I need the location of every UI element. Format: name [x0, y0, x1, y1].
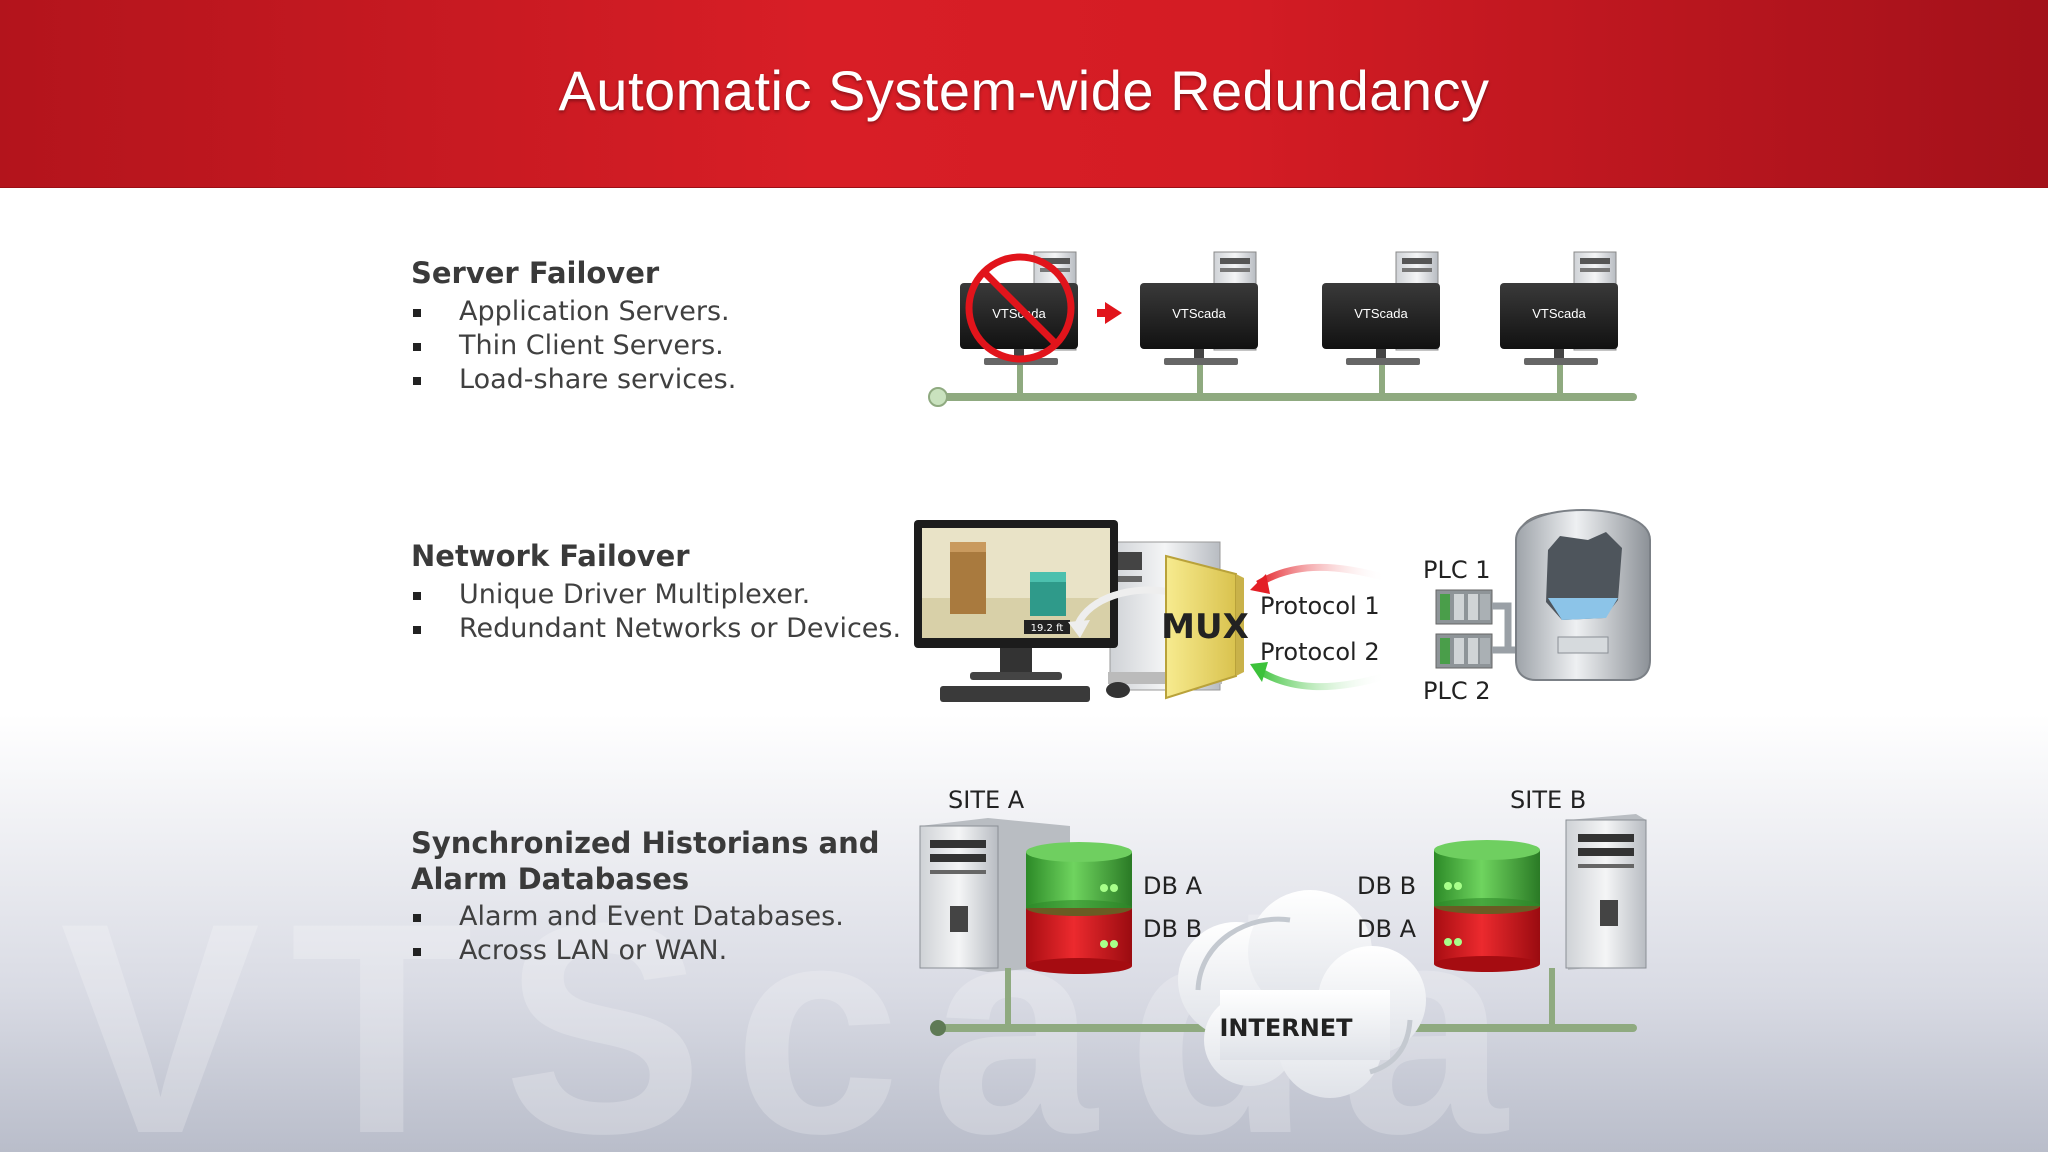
- protocol-1-arrowhead: [1250, 574, 1270, 594]
- screen-logo: VTScada: [1532, 306, 1586, 321]
- historians-heading: Synchronized Historians and Alarm Databa…: [411, 826, 880, 896]
- list-item: Redundant Networks or Devices.: [411, 612, 901, 646]
- mux-return-arrow: [1074, 586, 1171, 626]
- server-computer: VTScada: [1500, 251, 1618, 365]
- historians-bullets: Alarm and Event Databases. Across LAN or…: [411, 900, 844, 968]
- title-banner: Automatic System-wide Redundancy: [0, 0, 2048, 188]
- tank-readout: 19.2 ft: [1031, 623, 1064, 634]
- plc-1: [1435, 589, 1493, 625]
- server-failover-bullets: Application Servers. Thin Client Servers…: [411, 295, 736, 397]
- red-arrow-icon: [1097, 302, 1122, 324]
- plc-2: [1435, 633, 1493, 669]
- list-item: Thin Client Servers.: [411, 329, 736, 363]
- mux-box: MUX: [1161, 554, 1249, 700]
- protocol-2-arrow: [1256, 667, 1387, 691]
- internet-label: INTERNET: [1219, 1014, 1353, 1042]
- server-network-line: [928, 364, 1637, 407]
- protocol-1-label: Protocol 1: [1260, 592, 1380, 620]
- list-item: Application Servers.: [411, 295, 736, 329]
- protocol-1-arrow: [1256, 563, 1387, 587]
- server-computer: VTScada: [1322, 251, 1440, 365]
- process-vessel: [1515, 509, 1651, 681]
- list-item: Load-share services.: [411, 363, 736, 397]
- site-b-db-stack: [1434, 840, 1540, 972]
- server-computer: VTScada: [1140, 251, 1258, 365]
- mux-label: MUX: [1161, 607, 1249, 647]
- protocol-2-arrowhead: [1250, 662, 1268, 682]
- list-item: Alarm and Event Databases.: [411, 900, 844, 934]
- site-a-db-top-label: DB A: [1143, 872, 1202, 900]
- list-item: Across LAN or WAN.: [411, 934, 844, 968]
- plc-2-label: PLC 2: [1423, 677, 1491, 705]
- site-b-db-top-label: DB B: [1357, 872, 1417, 900]
- protocol-2-label: Protocol 2: [1260, 638, 1380, 666]
- network-failover-heading: Network Failover: [411, 539, 690, 573]
- site-a-label: SITE A: [948, 786, 1025, 814]
- site-a-db-bottom-label: DB B: [1143, 915, 1203, 943]
- plc-1-label: PLC 1: [1423, 556, 1491, 584]
- screen-logo: VTScada: [1172, 306, 1226, 321]
- server-failover-heading: Server Failover: [411, 256, 660, 290]
- list-item: Unique Driver Multiplexer.: [411, 578, 901, 612]
- page-title: Automatic System-wide Redundancy: [558, 59, 1490, 122]
- site-b-label: SITE B: [1510, 786, 1587, 814]
- site-b-server: [1565, 814, 1647, 970]
- site-a-db-stack: [1026, 842, 1132, 974]
- no-entry-icon: [965, 253, 1075, 363]
- network-failover-bullets: Unique Driver Multiplexer. Redundant Net…: [411, 578, 901, 646]
- site-b-db-bottom-label: DB A: [1357, 915, 1416, 943]
- internet-cloud-icon: INTERNET: [1178, 890, 1426, 1098]
- screen-logo: VTScada: [1354, 306, 1408, 321]
